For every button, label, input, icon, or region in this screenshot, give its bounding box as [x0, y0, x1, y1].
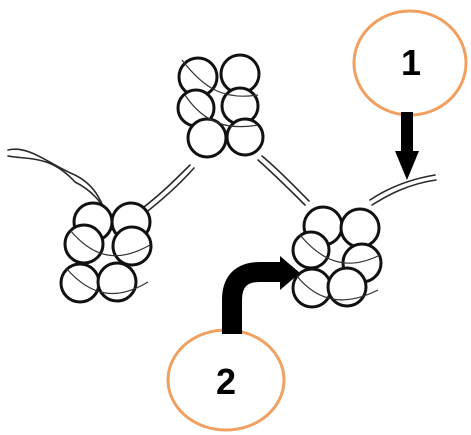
callout-1: 1 — [352, 9, 468, 117]
callout-2: 2 — [166, 328, 286, 432]
arrow-2 — [222, 256, 300, 334]
nucleosome-cluster-right — [291, 205, 383, 309]
dna-linker-strand — [7, 148, 437, 215]
callout-2-label: 2 — [216, 361, 236, 402]
callout-1-label: 1 — [401, 42, 421, 83]
nucleosome-cluster-top — [176, 53, 265, 159]
arrow-1 — [395, 112, 419, 180]
nucleosome-cluster-left — [59, 201, 153, 304]
